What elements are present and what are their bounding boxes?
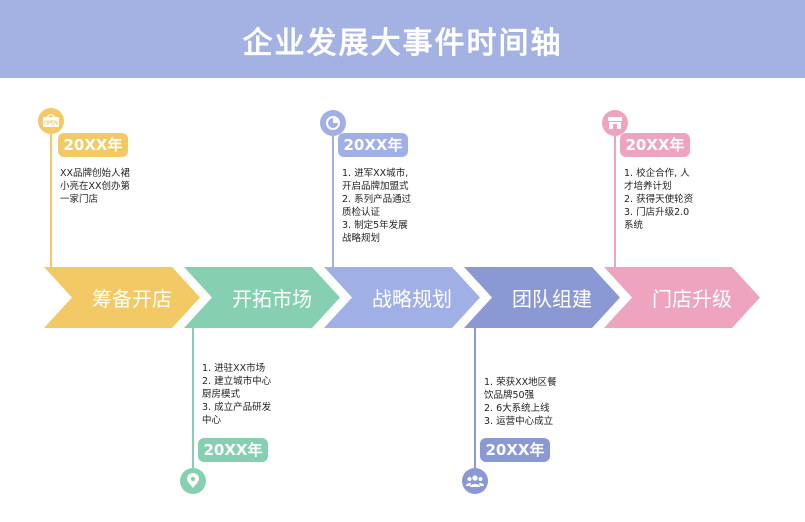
event-stem-3 <box>332 122 334 267</box>
open-sign-text: OPEN <box>44 121 58 127</box>
event-stem-4 <box>474 328 476 478</box>
event-notes-4: 1. 荣获XX地区餐 饮品牌50强 2. 6大系统上线 3. 运营中心成立 <box>484 376 557 428</box>
event-4-line-4: 3. 运营中心成立 <box>484 416 554 427</box>
event-2-line-5: 中心 <box>202 415 222 426</box>
event-3-line-1: 1. 进军XX城市, <box>342 168 409 179</box>
event-notes-2: 1. 进驻XX市场 2. 建立城市中心 厨房模式 3. 成立产品研发 中心 <box>202 362 271 427</box>
event-stem-5 <box>614 122 616 267</box>
event-5-line-5: 系统 <box>624 220 644 231</box>
location-pin-icon <box>180 468 206 494</box>
stage-chevron-3 <box>324 267 480 328</box>
event-4-line-2: 饮品牌50强 <box>484 390 535 401</box>
event-year-3: 20XX年 <box>338 133 408 157</box>
stage-label-3: 战略规划 <box>372 287 452 311</box>
event-year-5: 20XX年 <box>620 133 690 157</box>
event-1-line-2: 小亮在XX创办第 <box>60 181 131 192</box>
event-stem-1 <box>50 120 52 267</box>
event-5-line-3: 2. 获得天使轮资 <box>624 194 694 205</box>
chart-icon <box>320 110 346 136</box>
stage-chevron-5 <box>604 267 760 328</box>
stage-chevron-4 <box>464 267 620 328</box>
stage-label-2: 开拓市场 <box>232 287 312 311</box>
header-banner <box>0 0 805 78</box>
storefront-icon <box>602 110 628 136</box>
event-4-line-3: 2. 6大系统上线 <box>484 403 550 414</box>
event-5-line-2: 才培养计划 <box>624 181 672 192</box>
stage-chevron-1 <box>44 267 200 328</box>
event-2-line-2: 2. 建立城市中心 <box>202 376 272 387</box>
event-notes-3: 1. 进军XX城市, 开启品牌加盟式 2. 系列产品通过 质检认证 3. 制定5… <box>342 167 411 245</box>
event-1-line-3: 一家门店 <box>60 194 99 205</box>
page-title: 企业发展大事件时间轴 <box>242 26 563 61</box>
stage-chevron-2 <box>184 267 340 328</box>
event-3-line-4: 质检认证 <box>342 207 381 218</box>
event-3-line-5: 3. 制定5年发展 <box>342 220 408 231</box>
stage-label-4: 团队组建 <box>512 287 592 311</box>
event-2-line-3: 厨房模式 <box>202 389 241 400</box>
event-1-line-1: XX品牌创始人裙 <box>60 168 131 179</box>
stage-label-1: 筹备开店 <box>92 287 172 311</box>
event-5-line-1: 1. 校企合作, 人 <box>624 168 690 179</box>
event-5-line-4: 3. 门店升级2.0 <box>624 207 690 218</box>
event-year-1: 20XX年 <box>58 133 128 157</box>
event-3-line-3: 2. 系列产品通过 <box>342 194 412 205</box>
event-4-line-1: 1. 荣获XX地区餐 <box>484 377 557 388</box>
event-year-4: 20XX年 <box>480 438 550 462</box>
stage-label-5: 门店升级 <box>652 287 732 311</box>
open-sign-icon: OPEN <box>38 108 64 134</box>
event-year-2: 20XX年 <box>198 438 268 462</box>
event-3-line-6: 战略规划 <box>342 233 381 244</box>
event-stem-2 <box>192 328 194 478</box>
team-icon <box>462 468 488 494</box>
event-2-line-1: 1. 进驻XX市场 <box>202 363 266 374</box>
event-notes-5: 1. 校企合作, 人 才培养计划 2. 获得天使轮资 3. 门店升级2.0 系统 <box>624 167 693 232</box>
event-notes-1: XX品牌创始人裙 小亮在XX创办第 一家门店 <box>60 167 130 206</box>
event-2-line-4: 3. 成立产品研发 <box>202 402 272 413</box>
event-3-line-2: 开启品牌加盟式 <box>342 181 409 192</box>
